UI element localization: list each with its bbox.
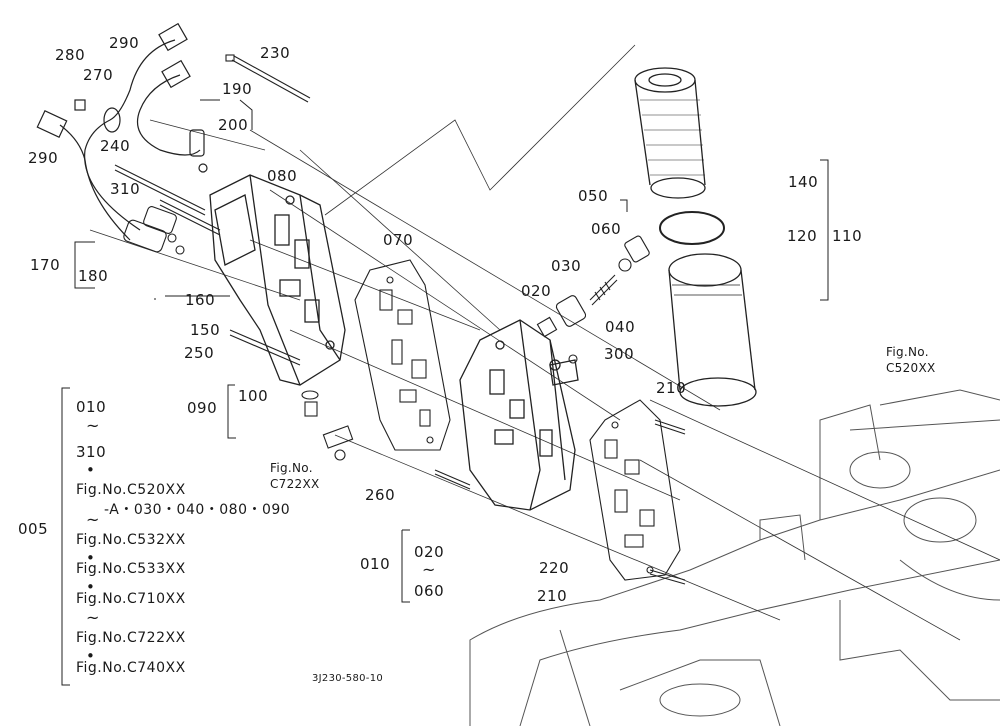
- pins-210: [649, 419, 686, 585]
- assembly-range-end: 310: [76, 443, 107, 461]
- callout-150: 150: [190, 321, 221, 339]
- callout-070: 070: [383, 231, 414, 249]
- callout-160: 160: [185, 291, 216, 309]
- assembly-dot-2: •: [86, 549, 96, 567]
- fig-ref-right-line2: C520XX: [886, 361, 936, 375]
- assembly-range-start: 010: [76, 398, 107, 416]
- assembly-dot-1: •: [86, 461, 96, 479]
- callout-310: 310: [110, 180, 141, 198]
- callout-030: 030: [551, 257, 582, 275]
- callout-300: 300: [604, 345, 635, 363]
- callout-270: 270: [83, 66, 114, 84]
- fitting-090: [301, 390, 354, 461]
- callout-120: 120: [787, 227, 818, 245]
- callout-210-top: 210: [656, 379, 687, 397]
- solenoid-group: [123, 206, 185, 255]
- sub-range-tilde: ~: [422, 560, 436, 579]
- drawing-number: 3J230-580-10: [312, 673, 384, 684]
- fig-ref-right-line1: Fig.No.: [886, 345, 929, 359]
- relief-valve-parts: [536, 235, 650, 364]
- fig-ref-mid-line1: Fig.No.: [270, 461, 313, 475]
- valve-body-080: [209, 174, 346, 386]
- callout-110: 110: [832, 227, 863, 245]
- callout-080: 080: [267, 167, 298, 185]
- gasket-220: [589, 399, 681, 581]
- callout-190: 190: [222, 80, 253, 98]
- callout-230: 230: [260, 44, 291, 62]
- bolt-260: [434, 469, 471, 490]
- assembly-ref-4: Fig.No.C710XX: [76, 591, 186, 607]
- assembly-ref-6: Fig.No.C740XX: [76, 660, 186, 676]
- callout-060: 060: [591, 220, 622, 238]
- callout-020: 020: [521, 282, 552, 300]
- callout-050: 050: [578, 187, 609, 205]
- callout-200: 200: [218, 116, 249, 134]
- transmission-case: [469, 389, 1000, 726]
- leader-lines: [89, 44, 1000, 641]
- assembly-range-tilde: ~: [86, 416, 100, 435]
- callout-290-top: 290: [109, 34, 140, 52]
- callout-060-sub: 060: [414, 582, 445, 600]
- assembly-dot-3: •: [86, 578, 96, 596]
- assembly-dot-4: •: [86, 647, 96, 665]
- callout-010: 010: [360, 555, 391, 573]
- filter-element-140: [634, 67, 706, 199]
- callout-250: 250: [184, 344, 215, 362]
- assembly-ref-1: Fig.No.C520XX: [76, 482, 186, 498]
- gasket-070: [354, 259, 451, 451]
- callout-040: 040: [605, 318, 636, 336]
- assembly-ref-2: Fig.No.C532XX: [76, 532, 186, 548]
- callout-240: 240: [100, 137, 131, 155]
- fig-ref-mid-line2: C722XX: [270, 477, 320, 491]
- bolt-230: [225, 54, 311, 103]
- callout-020-sub: 020: [414, 543, 445, 561]
- callout-210-bottom: 210: [537, 587, 568, 605]
- callout-220: 220: [539, 559, 570, 577]
- callout-260: 260: [365, 486, 396, 504]
- callout-090: 090: [187, 399, 218, 417]
- valve-body-center: [459, 319, 579, 511]
- assembly-ref-3: Fig.No.C533XX: [76, 561, 186, 577]
- filter-case: [668, 253, 757, 407]
- callout-290-left: 290: [28, 149, 59, 167]
- assembly-ref-1-note: -A・030・040・080・090: [104, 502, 291, 518]
- callout-140: 140: [788, 173, 819, 191]
- assembly-tilde-3: ~: [86, 608, 100, 627]
- wiring-harness: [36, 22, 208, 241]
- callout-100: 100: [238, 387, 269, 405]
- brackets: [61, 99, 829, 686]
- callout-170: 170: [30, 256, 61, 274]
- assembly-tilde-2: ~: [86, 510, 100, 529]
- callout-180: 180: [78, 267, 109, 285]
- assembly-ref-5: Fig.No.C722XX: [76, 630, 186, 646]
- assembly-number: 005: [18, 520, 49, 538]
- callout-280: 280: [55, 46, 86, 64]
- o-ring-120: [659, 211, 725, 245]
